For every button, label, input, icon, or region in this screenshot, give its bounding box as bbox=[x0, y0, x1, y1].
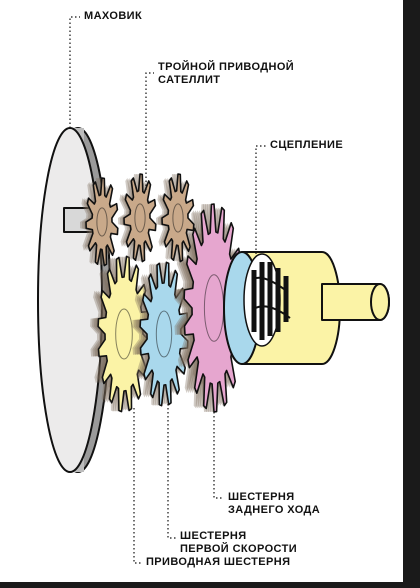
label-reverse-gear: ШЕСТЕРНЯ ЗАДНЕГО ХОДА bbox=[228, 491, 320, 517]
leader-triple-planet bbox=[145, 72, 154, 190]
label-first-gear-line2: ПЕРВОЙ СКОРОСТИ bbox=[180, 543, 298, 555]
leader-drive-gear bbox=[133, 408, 142, 564]
frame-border-bottom bbox=[0, 582, 420, 588]
leader-flywheel bbox=[69, 16, 80, 128]
leader-first-gear bbox=[167, 404, 176, 539]
label-first-gear-line1: ШЕСТЕРНЯ bbox=[180, 530, 247, 542]
label-flywheel: МАХОВИК bbox=[84, 10, 143, 22]
leader-reverse-gear bbox=[213, 412, 224, 499]
label-first-gear: ШЕСТЕРНЯ ПЕРВОЙ СКОРОСТИ bbox=[180, 530, 297, 556]
reverse-gear bbox=[174, 203, 245, 413]
label-triple-planet: ТРОЙНОЙ ПРИВОДНОЙ САТЕЛЛИТ bbox=[158, 61, 294, 87]
label-triple-planet-line1: ТРОЙНОЙ ПРИВОДНОЙ bbox=[158, 61, 295, 73]
label-clutch: СЦЕПЛЕНИЕ bbox=[270, 139, 344, 151]
triple-planet-gear-1 bbox=[80, 177, 119, 267]
label-reverse-gear-line1: ШЕСТЕРНЯ bbox=[228, 491, 295, 503]
leader-clutch bbox=[255, 145, 266, 254]
frame-border-right bbox=[403, 0, 420, 588]
label-drive-gear: ПРИВОДНАЯ ШЕСТЕРНЯ bbox=[146, 556, 291, 568]
label-reverse-gear-line2: ЗАДНЕГО ХОДА bbox=[228, 504, 321, 516]
drive-gear bbox=[90, 255, 151, 413]
output-shaft bbox=[321, 283, 390, 321]
triple-planet-gear-2 bbox=[118, 173, 157, 263]
gear-stack bbox=[80, 173, 245, 413]
clutch bbox=[223, 251, 341, 365]
label-triple-planet-line2: САТЕЛЛИТ bbox=[158, 74, 221, 86]
triple-planet-gear-3 bbox=[156, 173, 195, 263]
first-gear bbox=[132, 261, 189, 407]
